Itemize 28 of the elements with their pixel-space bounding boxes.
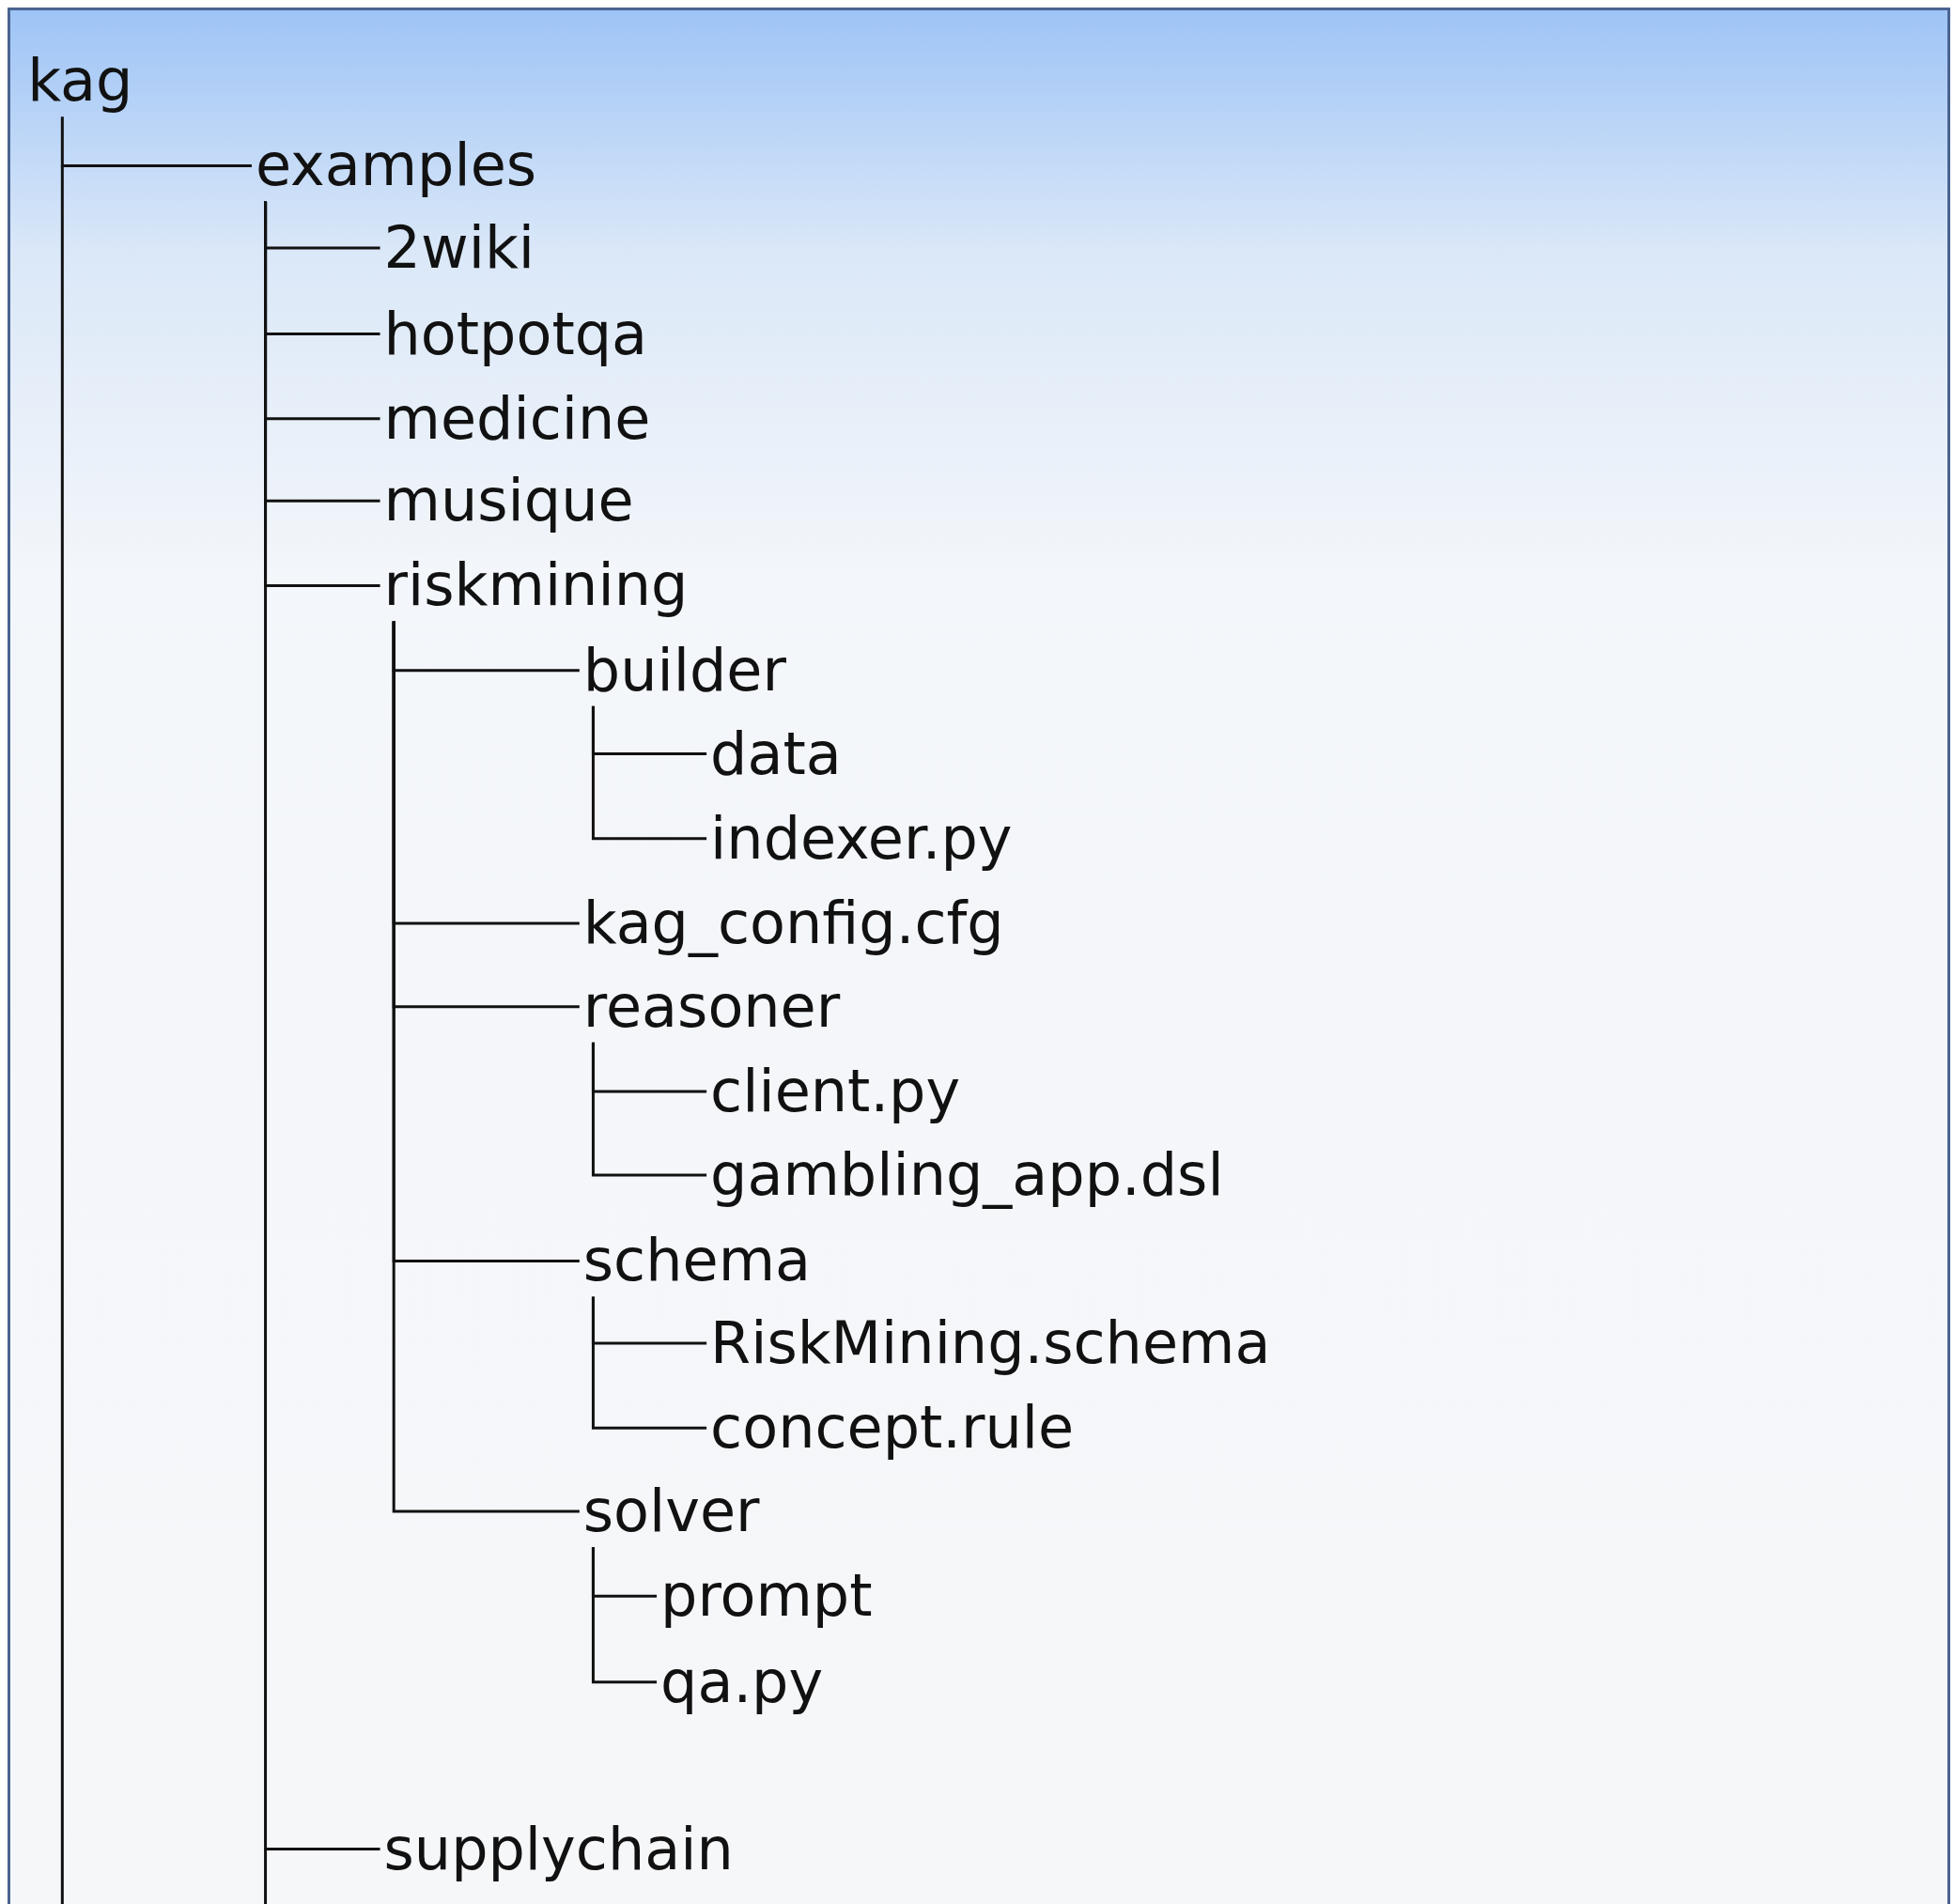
tree-item-label: hotpotqa: [383, 298, 648, 370]
tree-connector: [60, 116, 252, 167]
tree-connector: [591, 705, 707, 841]
tree-item-label: solver: [582, 1476, 760, 1548]
tree-item-label: data: [710, 718, 842, 790]
tree-item-label: builder: [582, 634, 786, 706]
tree-item-label: prompt: [660, 1560, 873, 1633]
tree-item-label: medicine: [383, 382, 651, 455]
tree-connector: [591, 1296, 707, 1430]
tree-item-label: concept.rule: [710, 1392, 1075, 1464]
tree-item-label: kag: [27, 45, 133, 117]
tree-connector: [392, 621, 580, 1513]
tree-connector: [591, 1042, 707, 1177]
tree-item-label: riskmining: [383, 550, 689, 622]
tree-item-label: RiskMining.schema: [710, 1308, 1271, 1379]
tree-item-label: reasoner: [582, 970, 841, 1043]
tree-item-label: supplychain: [383, 1813, 734, 1885]
tree-item-label: indexer.py: [710, 802, 1013, 875]
tree-item-label: client.py: [710, 1056, 961, 1128]
tree-item-label: examples: [255, 130, 537, 202]
tree-item-label: schema: [582, 1225, 812, 1297]
tree-item-label: musique: [383, 465, 634, 537]
tree-connector: [591, 1547, 658, 1684]
tree-item-label: 2wiki: [383, 211, 535, 284]
tree-item-label: kag_config.cfg: [582, 887, 1004, 959]
tree-item-label: qa.py: [660, 1646, 824, 1718]
tree-connector: [264, 201, 380, 1851]
tree-item-label: gambling_app.dsl: [710, 1138, 1224, 1211]
